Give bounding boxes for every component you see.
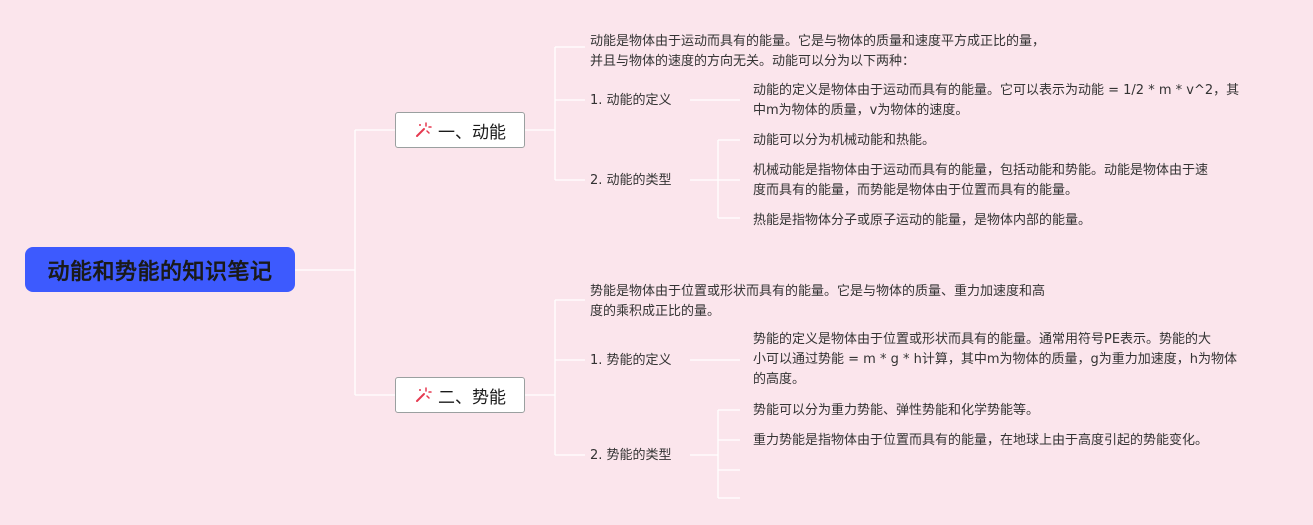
text-line: 小可以通过势能 = m * g * h计算，其中m为物体的质量，g为重力加速度，… [753, 352, 1237, 367]
sub-label: 1. 势能的定义 [590, 353, 672, 368]
sub-label: 1. 动能的定义 [590, 93, 672, 108]
branch-label: 二、势能 [438, 387, 506, 408]
text-line: 度而具有的能量，而势能是物体由于位置而具有的能量。 [753, 183, 1079, 198]
text-line: 动能的定义是物体由于运动而具有的能量。它可以表示为动能 = 1/2 * m * … [753, 83, 1240, 98]
potential-definition-detail: 势能的定义是物体由于位置或形状而具有的能量。通常用符号PE表示。势能的大 小可以… [753, 330, 1237, 390]
branch-potential-energy[interactable]: 二、势能 [395, 377, 525, 413]
branch-label: 一、动能 [438, 122, 506, 143]
kinetic-types-label[interactable]: 2. 动能的类型 [590, 171, 672, 191]
text-line: 重力势能是指物体由于位置而具有的能量，在地球上由于高度引起的势能变化。 [753, 433, 1209, 448]
text-line: 动能可以分为机械动能和热能。 [753, 133, 936, 148]
kinetic-type-detail-3: 热能是指物体分子或原子运动的能量，是物体内部的能量。 [753, 211, 1091, 231]
text-line: 势能是物体由于位置或形状而具有的能量。它是与物体的质量、重力加速度和高 [590, 284, 1046, 299]
magic-wand-icon [414, 121, 432, 139]
magic-wand-icon [414, 386, 432, 404]
text-line: 度的乘积成正比的量。 [590, 304, 721, 319]
text-line: 中m为物体的质量，v为物体的速度。 [753, 103, 969, 118]
root-title: 动能和势能的知识笔记 [47, 259, 273, 285]
sub-label: 2. 动能的类型 [590, 173, 672, 188]
kinetic-intro: 动能是物体由于运动而具有的能量。它是与物体的质量和速度平方成正比的量， 并且与物… [590, 32, 1045, 72]
potential-types-label[interactable]: 2. 势能的类型 [590, 446, 672, 466]
text-line: 并且与物体的速度的方向无关。动能可以分为以下两种： [590, 54, 916, 69]
text-line: 动能是物体由于运动而具有的能量。它是与物体的质量和速度平方成正比的量， [590, 34, 1046, 49]
potential-type-detail-1: 势能可以分为重力势能、弹性势能和化学势能等。 [753, 401, 1039, 421]
text-line: 势能的定义是物体由于位置或形状而具有的能量。通常用符号PE表示。势能的大 [753, 332, 1212, 347]
sub-label: 2. 势能的类型 [590, 448, 672, 463]
potential-type-detail-2: 重力势能是指物体由于位置而具有的能量，在地球上由于高度引起的势能变化。 [753, 431, 1208, 451]
kinetic-type-detail-2: 机械动能是指物体由于运动而具有的能量，包括动能和势能。动能是物体由于速 度而具有… [753, 161, 1208, 201]
kinetic-type-detail-1: 动能可以分为机械动能和热能。 [753, 131, 935, 151]
potential-intro: 势能是物体由于位置或形状而具有的能量。它是与物体的质量、重力加速度和高 度的乘积… [590, 282, 1045, 322]
branch-kinetic-energy[interactable]: 一、动能 [395, 112, 525, 148]
text-line: 热能是指物体分子或原子运动的能量，是物体内部的能量。 [753, 213, 1092, 228]
kinetic-definition-label[interactable]: 1. 动能的定义 [590, 91, 672, 111]
text-line: 机械动能是指物体由于运动而具有的能量，包括动能和势能。动能是物体由于速 [753, 163, 1209, 178]
root-topic[interactable]: 动能和势能的知识笔记 [25, 247, 295, 292]
text-line: 势能可以分为重力势能、弹性势能和化学势能等。 [753, 403, 1040, 418]
potential-definition-label[interactable]: 1. 势能的定义 [590, 351, 672, 371]
kinetic-definition-detail: 动能的定义是物体由于运动而具有的能量。它可以表示为动能 = 1/2 * m * … [753, 81, 1239, 121]
text-line: 的高度。 [753, 372, 806, 387]
